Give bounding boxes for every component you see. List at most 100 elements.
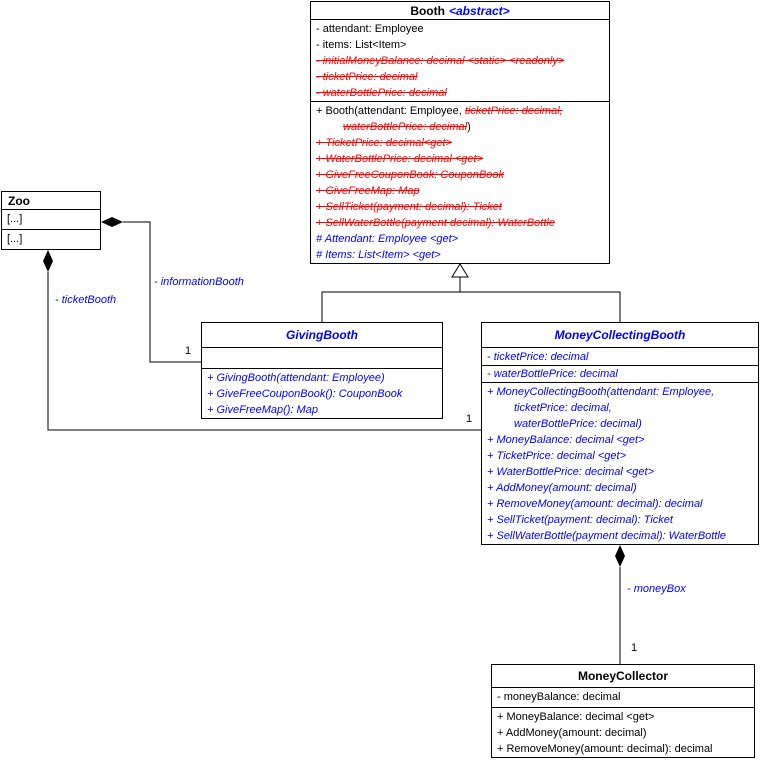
member-row: + MoneyCollectingBooth(attendant: Employ… bbox=[482, 384, 758, 400]
member-row: + AddMoney(amount: decimal) bbox=[482, 480, 758, 496]
attributes-compartment: - ticketPrice: decimal - waterBottlePrice… bbox=[482, 348, 758, 383]
member-row: + RemoveMoney(amount: decimal): decimal bbox=[482, 496, 758, 512]
member-row: - items: List<Item> bbox=[311, 37, 609, 53]
member-row: + MoneyBalance: decimal <get> bbox=[482, 432, 758, 448]
generalization-edge[interactable] bbox=[321, 277, 621, 322]
member-text: - initialMoneyBalance: decimal <static> … bbox=[316, 55, 565, 67]
edge-label-moneybox: - moneyBox bbox=[627, 583, 686, 595]
edge-label-informationbooth: - informationBooth bbox=[154, 276, 244, 288]
member-text: + RemoveMoney(amount: decimal): decimal bbox=[487, 498, 703, 510]
member-row: - ticketPrice: decimal bbox=[482, 349, 758, 366]
member-row: # Items: List<Item> <get> bbox=[311, 247, 609, 263]
class-givingbooth[interactable]: GivingBooth + GivingBooth(attendant: Emp… bbox=[201, 322, 443, 419]
member-row: + TicketPrice: decimal<get> bbox=[311, 135, 609, 151]
inheritance-triangle-icon bbox=[451, 263, 469, 278]
composition-diamond-icon bbox=[101, 217, 123, 227]
member-text: - items: List<Item> bbox=[316, 39, 407, 51]
member-row: + GiveFreeMap: Map bbox=[311, 183, 609, 199]
class-name: GivingBooth bbox=[286, 328, 358, 342]
member-row: + SellTicket(payment: decimal): Ticket bbox=[311, 199, 609, 215]
composition-edge-informationbooth[interactable] bbox=[123, 221, 201, 363]
member-text: + RemoveMoney(amount: decimal): decimal bbox=[497, 743, 713, 755]
class-moneycollectingbooth[interactable]: MoneyCollectingBooth - ticketPrice: deci… bbox=[481, 322, 759, 545]
member-text: + GiveFreeMap(): Map bbox=[207, 404, 318, 416]
composition-diamond-icon bbox=[43, 250, 53, 272]
attributes-compartment bbox=[202, 348, 442, 369]
member-text: [...] bbox=[7, 233, 23, 245]
class-name: Booth bbox=[410, 3, 445, 18]
member-row: + AddMoney(amount: decimal) bbox=[492, 725, 754, 741]
class-title: MoneyCollectingBooth bbox=[482, 323, 758, 348]
member-text: + WaterBottlePrice: decimal <get> bbox=[316, 153, 484, 165]
member-text: + MoneyBalance: decimal <get> bbox=[487, 434, 645, 446]
member-text: + TicketPrice: decimal <get> bbox=[487, 450, 626, 462]
member-row: + Booth(attendant: Employee, ticketPrice… bbox=[311, 103, 609, 119]
member-text: - ticketPrice: decimal bbox=[316, 71, 418, 83]
class-booth[interactable]: Booth <abstract> - attendant: Employee- … bbox=[310, 1, 610, 264]
member-text: - attendant: Employee bbox=[316, 23, 424, 35]
member-row: + GiveFreeMap(): Map bbox=[202, 402, 442, 418]
member-row: + RemoveMoney(amount: decimal): decimal bbox=[492, 741, 754, 757]
methods-compartment: + MoneyBalance: decimal <get> + AddMoney(… bbox=[492, 708, 754, 757]
class-moneycollector[interactable]: MoneyCollector - moneyBalance: decimal +… bbox=[491, 664, 755, 758]
member-text: + GiveFreeMap: Map bbox=[316, 185, 420, 197]
methods-compartment: + GivingBooth(attendant: Employee) + Give… bbox=[202, 369, 442, 418]
member-text: waterBottlePrice: decimal) bbox=[514, 418, 642, 430]
attributes-compartment: [...] bbox=[2, 210, 100, 230]
member-text: [...] bbox=[7, 213, 23, 225]
class-name: Zoo bbox=[8, 193, 30, 208]
class-stereotype: <abstract> bbox=[448, 3, 510, 18]
member-row: + TicketPrice: decimal <get> bbox=[482, 448, 758, 464]
member-row: + MoneyBalance: decimal <get> bbox=[492, 709, 754, 725]
member-row: + WaterBottlePrice: decimal <get> bbox=[482, 464, 758, 480]
member-text: + WaterBottlePrice: decimal <get> bbox=[487, 466, 655, 478]
member-row: - waterBottlePrice: decimal bbox=[311, 85, 609, 101]
member-row: - initialMoneyBalance: decimal <static> … bbox=[311, 53, 609, 69]
member-row: [...] bbox=[2, 211, 100, 227]
member-text: waterBottlePrice: decimal bbox=[343, 121, 468, 133]
member-text: + GiveFreeCouponBook(): CouponBook bbox=[207, 388, 403, 400]
member-row: + SellWaterBottle(payment decimal): Wate… bbox=[311, 215, 609, 231]
member-text: - moneyBalance: decimal bbox=[497, 691, 621, 703]
multiplicity-moneybox: 1 bbox=[631, 642, 638, 654]
class-zoo[interactable]: Zoo [...] [...] bbox=[1, 191, 101, 250]
member-row: # Attendant: Employee <get> bbox=[311, 231, 609, 247]
member-row: - moneyBalance: decimal bbox=[492, 689, 754, 705]
member-row: + GiveFreeCouponBook: CouponBook bbox=[311, 167, 609, 183]
member-row: + GivingBooth(attendant: Employee) bbox=[202, 370, 442, 386]
member-text: + AddMoney(amount: decimal) bbox=[487, 482, 637, 494]
member-text: + Booth(attendant: Employee, bbox=[316, 105, 465, 117]
member-row: + GiveFreeCouponBook(): CouponBook bbox=[202, 386, 442, 402]
member-row: - ticketPrice: decimal bbox=[311, 69, 609, 85]
member-text: + SellTicket(payment: decimal): Ticket bbox=[487, 514, 673, 526]
multiplicity-informationbooth: 1 bbox=[185, 345, 192, 357]
methods-compartment: + MoneyCollectingBooth(attendant: Employ… bbox=[482, 383, 758, 544]
member-text: + MoneyCollectingBooth(attendant: Employ… bbox=[487, 386, 715, 398]
member-row: waterBottlePrice: decimal) bbox=[311, 119, 609, 135]
member-text: + TicketPrice: decimal<get> bbox=[316, 137, 452, 149]
class-title: GivingBooth bbox=[202, 323, 442, 348]
member-row: - waterBottlePrice: decimal bbox=[482, 366, 758, 383]
member-text: + AddMoney(amount: decimal) bbox=[497, 727, 647, 739]
member-row: + WaterBottlePrice: decimal <get> bbox=[311, 151, 609, 167]
member-text: ) bbox=[467, 121, 471, 133]
member-text: + SellWaterBottle(payment decimal): Wate… bbox=[316, 217, 555, 229]
composition-edge-ticketbooth[interactable] bbox=[47, 272, 481, 431]
composition-diamond-icon bbox=[615, 545, 625, 567]
class-title: Zoo bbox=[2, 192, 100, 210]
attributes-compartment: - attendant: Employee - items: List<Item>… bbox=[311, 20, 609, 102]
member-text: ticketPrice: decimal, bbox=[514, 402, 612, 414]
member-row: waterBottlePrice: decimal) bbox=[482, 416, 758, 432]
attributes-compartment: - moneyBalance: decimal bbox=[492, 688, 754, 708]
class-title: Booth <abstract> bbox=[311, 2, 609, 20]
member-text: - waterBottlePrice: decimal bbox=[316, 87, 447, 99]
member-text: + SellTicket(payment: decimal): Ticket bbox=[316, 201, 502, 213]
member-text: - ticketPrice: decimal bbox=[487, 351, 589, 363]
member-row: + SellWaterBottle(payment decimal): Wate… bbox=[482, 528, 758, 544]
class-title: MoneyCollector bbox=[492, 665, 754, 688]
member-text: ticketPrice: decimal, bbox=[464, 105, 563, 117]
member-text: + GiveFreeCouponBook: CouponBook bbox=[316, 169, 505, 181]
member-row: + SellTicket(payment: decimal): Ticket bbox=[482, 512, 758, 528]
